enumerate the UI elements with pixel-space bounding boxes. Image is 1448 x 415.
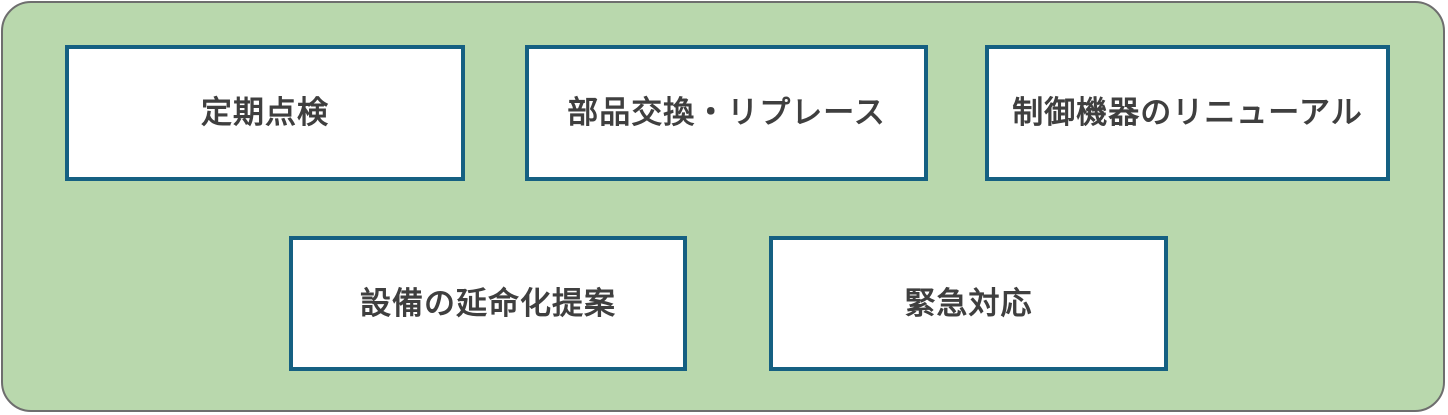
service-box-label: 設備の延命化提案 — [360, 285, 616, 321]
service-box-life-extension-proposal: 設備の延命化提案 — [289, 236, 687, 371]
service-box-parts-replacement: 部品交換・リプレース — [525, 45, 928, 181]
service-box-label: 制御機器のリニューアル — [1012, 95, 1363, 131]
service-box-label: 定期点検 — [201, 95, 329, 131]
service-box-control-equipment-renewal: 制御機器のリニューアル — [985, 45, 1390, 181]
service-box-emergency-response: 緊急対応 — [769, 236, 1168, 371]
service-box-label: 緊急対応 — [904, 285, 1033, 321]
service-box-periodic-inspection: 定期点検 — [65, 45, 465, 181]
service-box-label: 部品交換・リプレース — [567, 95, 886, 131]
